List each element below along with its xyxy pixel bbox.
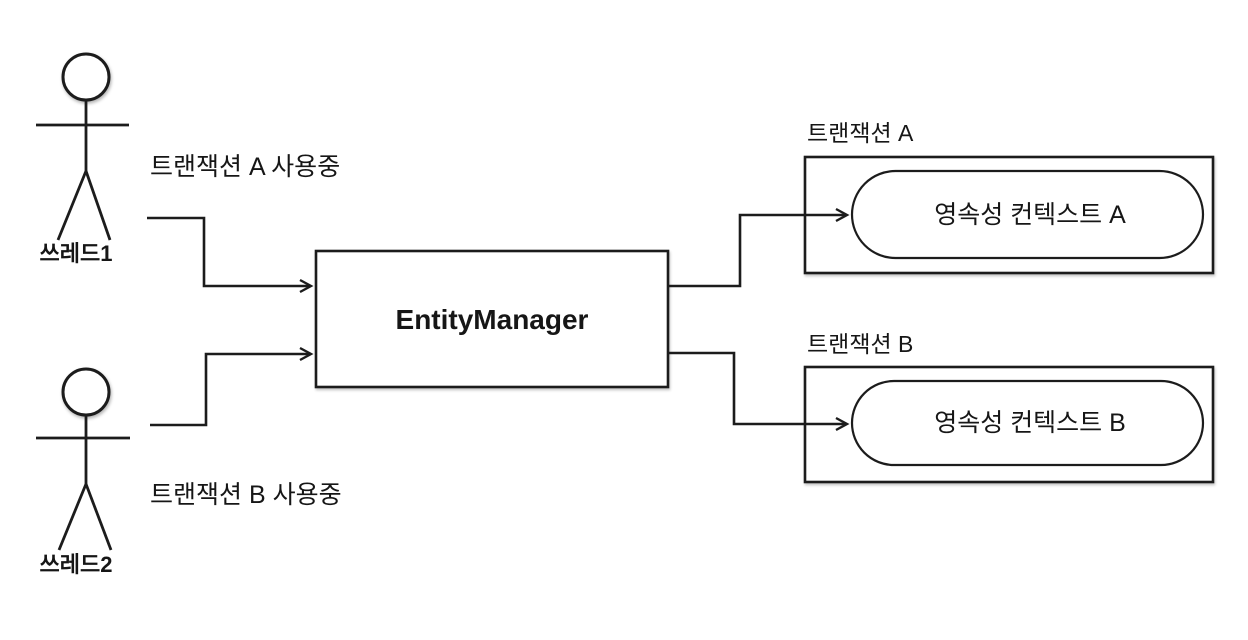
actor1-right-leg xyxy=(84,170,112,241)
actor2-name-label: 쓰레드2 xyxy=(40,552,113,577)
actor1-left-leg xyxy=(56,170,88,241)
transaction-a-node: 트랜잭션 A 영속성 컨텍스트 A xyxy=(803,120,1215,275)
actor2-right-leg xyxy=(84,483,113,551)
actor-thread2: 쓰레드2 xyxy=(36,367,130,577)
entity-manager-label: EntityManager xyxy=(396,304,589,335)
transaction-b-label: 트랜잭션 B xyxy=(807,331,913,357)
connector-thread2-to-entitymanager xyxy=(150,346,314,427)
persistence-context-a-label: 영속성 컨텍스트 A xyxy=(934,201,1126,229)
entity-manager-node: EntityManager xyxy=(314,249,670,389)
actor1-head-icon xyxy=(61,52,111,102)
transaction-a-label: 트랜잭션 A xyxy=(807,120,914,146)
actor2-left-leg xyxy=(57,483,88,551)
persistence-context-b-shape xyxy=(850,379,1205,467)
actor2-head-icon xyxy=(61,367,111,417)
connector-entitymanager-to-context-a xyxy=(668,207,850,288)
persistence-context-b-label: 영속성 컨텍스트 B xyxy=(934,409,1126,437)
persistence-context-a-shape xyxy=(850,169,1205,260)
connector-entitymanager-to-context-b xyxy=(668,351,850,432)
connector-thread1-to-entitymanager xyxy=(147,216,314,294)
actor2-status-label: 트랜잭션 B 사용중 xyxy=(150,481,342,509)
actor1-name-label: 쓰레드1 xyxy=(40,241,113,266)
entity-manager-box xyxy=(314,249,670,389)
actor1-status-label: 트랜잭션 A 사용중 xyxy=(150,153,340,181)
actor-thread1: 쓰레드1 xyxy=(36,52,129,266)
transaction-b-node: 트랜잭션 B 영속성 컨텍스트 B xyxy=(803,331,1215,484)
